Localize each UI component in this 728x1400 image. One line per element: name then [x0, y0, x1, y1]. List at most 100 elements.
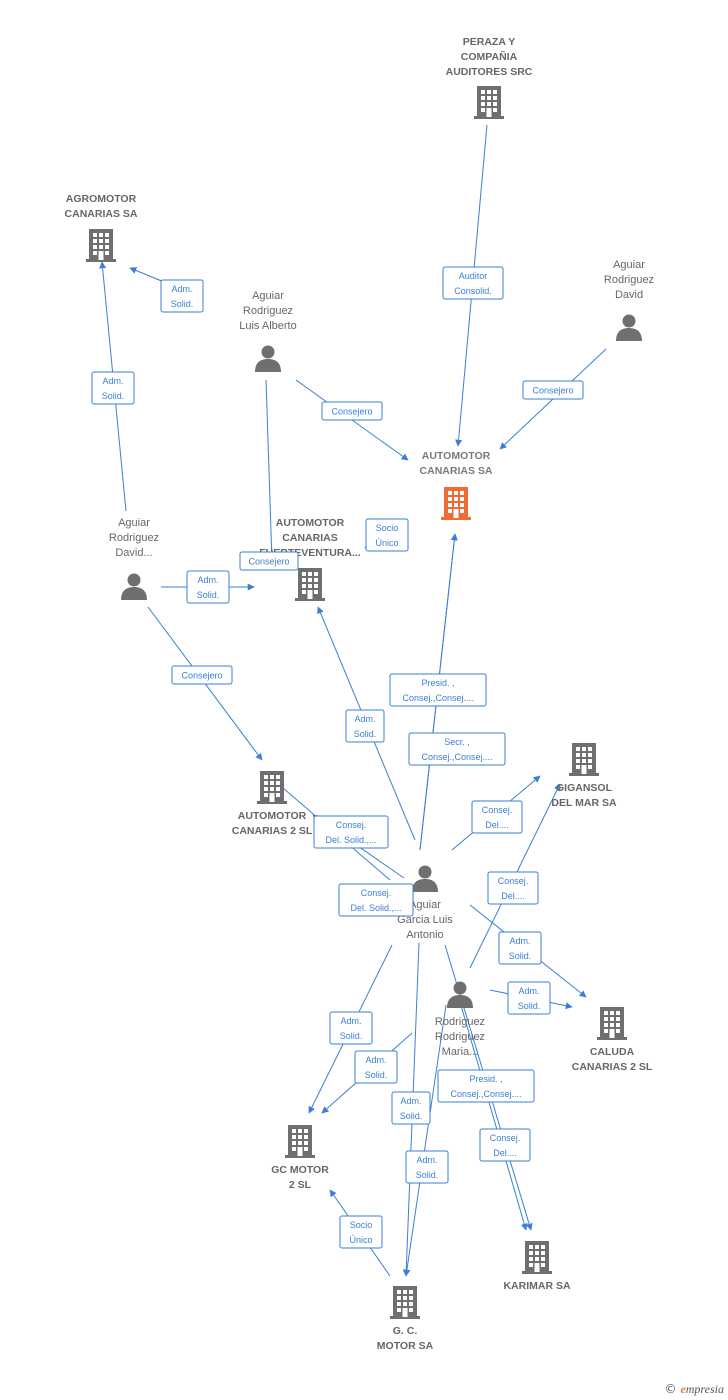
node-label: Aguiar: [118, 517, 150, 529]
edge-label-e9[interactable]: Consejero: [171, 665, 233, 685]
node-aguiar-david2[interactable]: AguiarRodriguezDavid...: [109, 517, 159, 600]
node-label: CANARIAS 2 SL: [572, 1061, 653, 1073]
node-label: AUTOMOTOR: [238, 810, 307, 822]
edge-label-e4[interactable]: Consejero: [321, 401, 383, 421]
node-label: AUDITORES SRC: [446, 66, 533, 78]
person-icon: [412, 865, 438, 892]
node-automotor-2[interactable]: AUTOMOTOR CANARIAS 2 SL: [232, 771, 313, 837]
edge-label-box: [389, 673, 487, 707]
edge-label-text: Presid. ,: [421, 678, 454, 688]
edge-line-e6: [265, 379, 276, 563]
edge-label-box: [507, 981, 551, 1015]
edge-label-text: Consejero: [532, 386, 573, 396]
node-label: AUTOMOTOR: [422, 450, 491, 462]
edge-label-e13[interactable]: Consej. Del....: [471, 800, 523, 834]
node-label: Garcia Luis: [397, 914, 453, 926]
edge-label-text: Auditor: [459, 271, 488, 281]
person-icon: [121, 573, 147, 600]
node-rodriguez-maria[interactable]: RodriguezRodriguezMaria...: [435, 981, 485, 1059]
building-icon: [285, 1125, 315, 1158]
edge-label-box: [365, 518, 409, 552]
edge-label-text: Solid.: [197, 590, 220, 600]
edge-label-text: Solid.: [102, 391, 125, 401]
building-icon: [295, 568, 325, 601]
edge-label-e8[interactable]: Adm.Solid.: [186, 570, 230, 604]
edge-label-text: Socio: [376, 523, 399, 533]
edge-label-text: Solid.: [400, 1111, 423, 1121]
edge-label-text: Consejero: [181, 671, 222, 681]
empresia-watermark[interactable]: ©empresia: [664, 1382, 724, 1397]
edge-label-e2[interactable]: Consejero: [522, 380, 584, 400]
building-icon: [569, 743, 599, 776]
edge-label-text: Adm.: [102, 376, 123, 386]
node-label: GC MOTOR: [271, 1164, 329, 1176]
node-label: GIGANSOL: [556, 782, 613, 794]
building-icon: [522, 1241, 552, 1274]
edge-label-text: Consej.: [482, 805, 513, 815]
edge-label-e14[interactable]: Consej.Del. Solid.,...: [313, 815, 389, 849]
edge-label-e22[interactable]: Adm.Solid.: [391, 1091, 431, 1125]
edge-label-e6[interactable]: Consejero: [239, 551, 299, 571]
edge-label-text: Del....: [493, 1148, 517, 1158]
edge-label-text: Del....: [501, 891, 525, 901]
node-label: CANARIAS 2 SL: [232, 825, 313, 837]
edge-label-e3[interactable]: Adm.Solid.: [160, 279, 204, 313]
node-automotor-canarias[interactable]: AUTOMOTOR CANARIAS SA: [420, 450, 493, 520]
node-gc-motor[interactable]: G. C.MOTOR SA: [377, 1286, 434, 1352]
edge-label-text: Presid. ,: [469, 1074, 502, 1084]
edge-label-e5[interactable]: Adm. Solid.: [91, 371, 135, 405]
edge-label-e12[interactable]: Adm.Solid.: [345, 709, 385, 743]
edge-label-box: [354, 1050, 398, 1084]
node-label: CANARIAS SA: [420, 465, 493, 477]
edge-labels-layer: AuditorConsolid.ConsejeroAdm.Solid.Conse…: [91, 266, 584, 1249]
edge-label-e21[interactable]: Presid. ,Consej.,Consej....: [437, 1069, 535, 1103]
edge-label-text: Del....: [485, 820, 509, 830]
edge-label-e24[interactable]: Adm.Solid.: [405, 1150, 449, 1184]
edge-line-e21: [459, 1001, 528, 1231]
edge-label-e10[interactable]: Presid. ,Consej.,Consej....: [389, 673, 487, 707]
edge-label-text: Solid.: [365, 1070, 388, 1080]
edge-label-e11[interactable]: Secr. ,Consej.,Consej....: [408, 732, 506, 766]
node-karimar[interactable]: KARIMAR SA: [503, 1241, 571, 1292]
building-icon: [474, 86, 504, 119]
edge-label-text: Consej.: [361, 888, 392, 898]
edge-label-e19[interactable]: Adm.Solid.: [329, 1011, 373, 1045]
edge-label-e15[interactable]: Consej. Del....: [487, 871, 539, 905]
edge-label-e17[interactable]: Adm.Solid.: [498, 931, 542, 965]
edge-label-e23[interactable]: Consej.Del....: [479, 1128, 531, 1162]
edge-label-e20[interactable]: Adm. Solid.: [354, 1050, 398, 1084]
edge-label-text: Solid.: [171, 299, 194, 309]
person-icon: [255, 345, 281, 372]
building-icon: [257, 771, 287, 804]
edge-label-text: Solid.: [340, 1031, 363, 1041]
edge-label-text: Adm.: [365, 1055, 386, 1065]
node-label: G. C.: [393, 1325, 418, 1337]
edge-label-text: Solid.: [518, 1001, 541, 1011]
edge-label-box: [479, 1128, 531, 1162]
node-label: Rodriguez: [604, 274, 654, 286]
edge-label-text: Único: [349, 1235, 372, 1245]
node-label: Rodriguez: [243, 305, 293, 317]
edge-label-box: [239, 551, 299, 571]
node-label: David: [615, 289, 643, 301]
edge-label-e18[interactable]: Adm.Solid.: [507, 981, 551, 1015]
edge-label-box: [442, 266, 504, 300]
edge-label-text: Consej.: [498, 876, 529, 886]
edge-label-e16[interactable]: Consej.Del. Solid.,...: [338, 883, 414, 917]
edge-label-box: [339, 1215, 383, 1249]
edge-label-text: Del. Solid.,...: [325, 835, 376, 845]
edge-label-text: Socio: [350, 1220, 373, 1230]
building-icon: [390, 1286, 420, 1319]
